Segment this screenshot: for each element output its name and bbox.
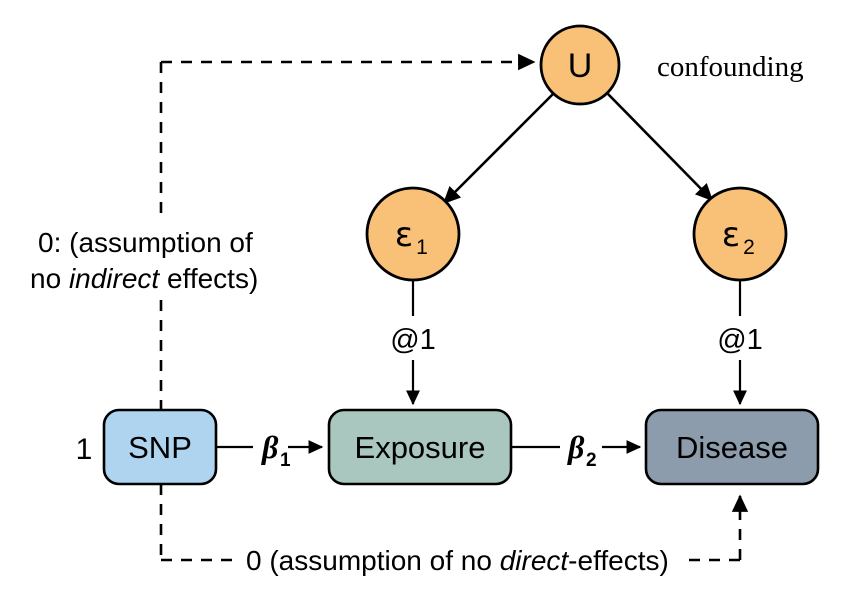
node-epsilon-2[interactable] [692, 186, 788, 282]
annotation-indirect-line1: 0: (assumption of [38, 227, 253, 258]
edge-label-beta1: β [261, 429, 279, 465]
edge-u-to-eps1 [442, 93, 554, 205]
node-epsilon-2-subscript: 2 [743, 236, 755, 259]
annotation-direct-suffix: -effects) [568, 545, 669, 576]
node-u[interactable] [539, 24, 621, 106]
annotation-indirect-line2: no indirect effects) [30, 263, 258, 294]
node-snp[interactable] [102, 408, 218, 486]
node-epsilon-2-label: ε [722, 215, 740, 255]
annotation-direct: 0 (assumption of no direct-effects) [246, 545, 669, 576]
annotation-indirect-suffix: effects) [159, 263, 258, 294]
edge-u-to-eps2 [607, 93, 714, 202]
annotation-confounding: confounding [657, 51, 804, 83]
edge-label-eps2-at1: @1 [717, 324, 763, 356]
edge-label-beta2-subscript: 2 [586, 450, 597, 471]
edge-snp-to-u-dashed [159, 53, 536, 410]
edge-label-eps1-at1: @1 [390, 324, 436, 356]
node-epsilon-1-label: ε [395, 215, 413, 255]
annotation-direct-prefix: 0 (assumption of no [246, 545, 500, 576]
edge-snp-to-disease-dashed [159, 484, 749, 562]
annotation-indirect-italic: indirect [69, 263, 160, 294]
edge-label-beta2: β [567, 429, 585, 465]
node-epsilon-1[interactable] [365, 186, 461, 282]
node-snp-label: SNP [128, 430, 192, 465]
node-disease-label: Disease [676, 430, 788, 465]
annotation-direct-italic: direct [500, 545, 570, 576]
node-epsilon-1-subscript: 1 [416, 236, 428, 259]
edge-label-beta1-subscript: 1 [280, 450, 291, 471]
node-exposure-label: Exposure [355, 430, 486, 465]
annotation-indirect-prefix: no [30, 263, 69, 294]
annotation-indirect-line1-text: 0: (assumption of [38, 227, 253, 258]
node-exposure[interactable] [327, 408, 513, 486]
edge-label-self-loop: 1 [76, 433, 93, 466]
node-disease[interactable] [644, 408, 820, 486]
node-u-label: U [568, 47, 593, 85]
